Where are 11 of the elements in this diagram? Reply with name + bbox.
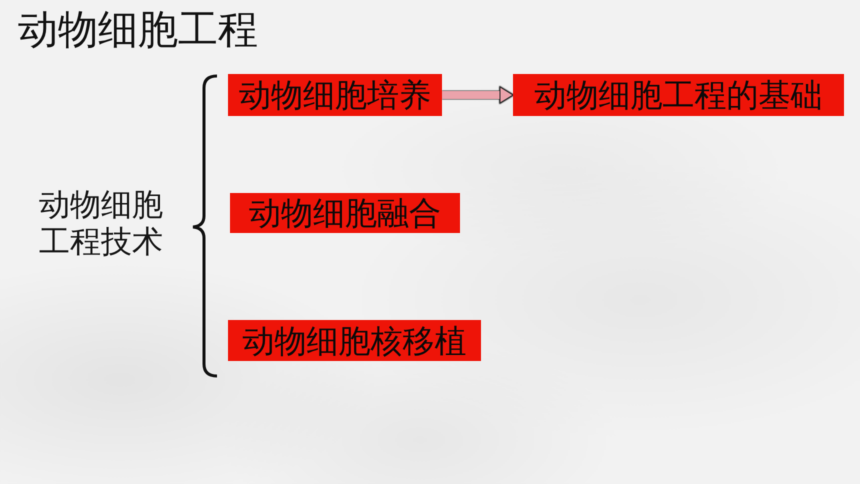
node-label: 动物细胞融合 — [249, 195, 441, 231]
category-label: 动物细胞工程技术 — [39, 187, 164, 261]
process-box — [228, 320, 481, 361]
process-box — [230, 193, 460, 233]
title: 动物细胞工程 — [18, 6, 258, 54]
node-label: 动物细胞培养 — [239, 77, 431, 113]
node-label: 动物细胞工程的基础 — [534, 77, 822, 113]
node-label: 动物细胞核移植 — [242, 322, 466, 358]
arrow — [442, 86, 514, 104]
process-box — [228, 74, 442, 116]
process-box — [513, 74, 844, 116]
